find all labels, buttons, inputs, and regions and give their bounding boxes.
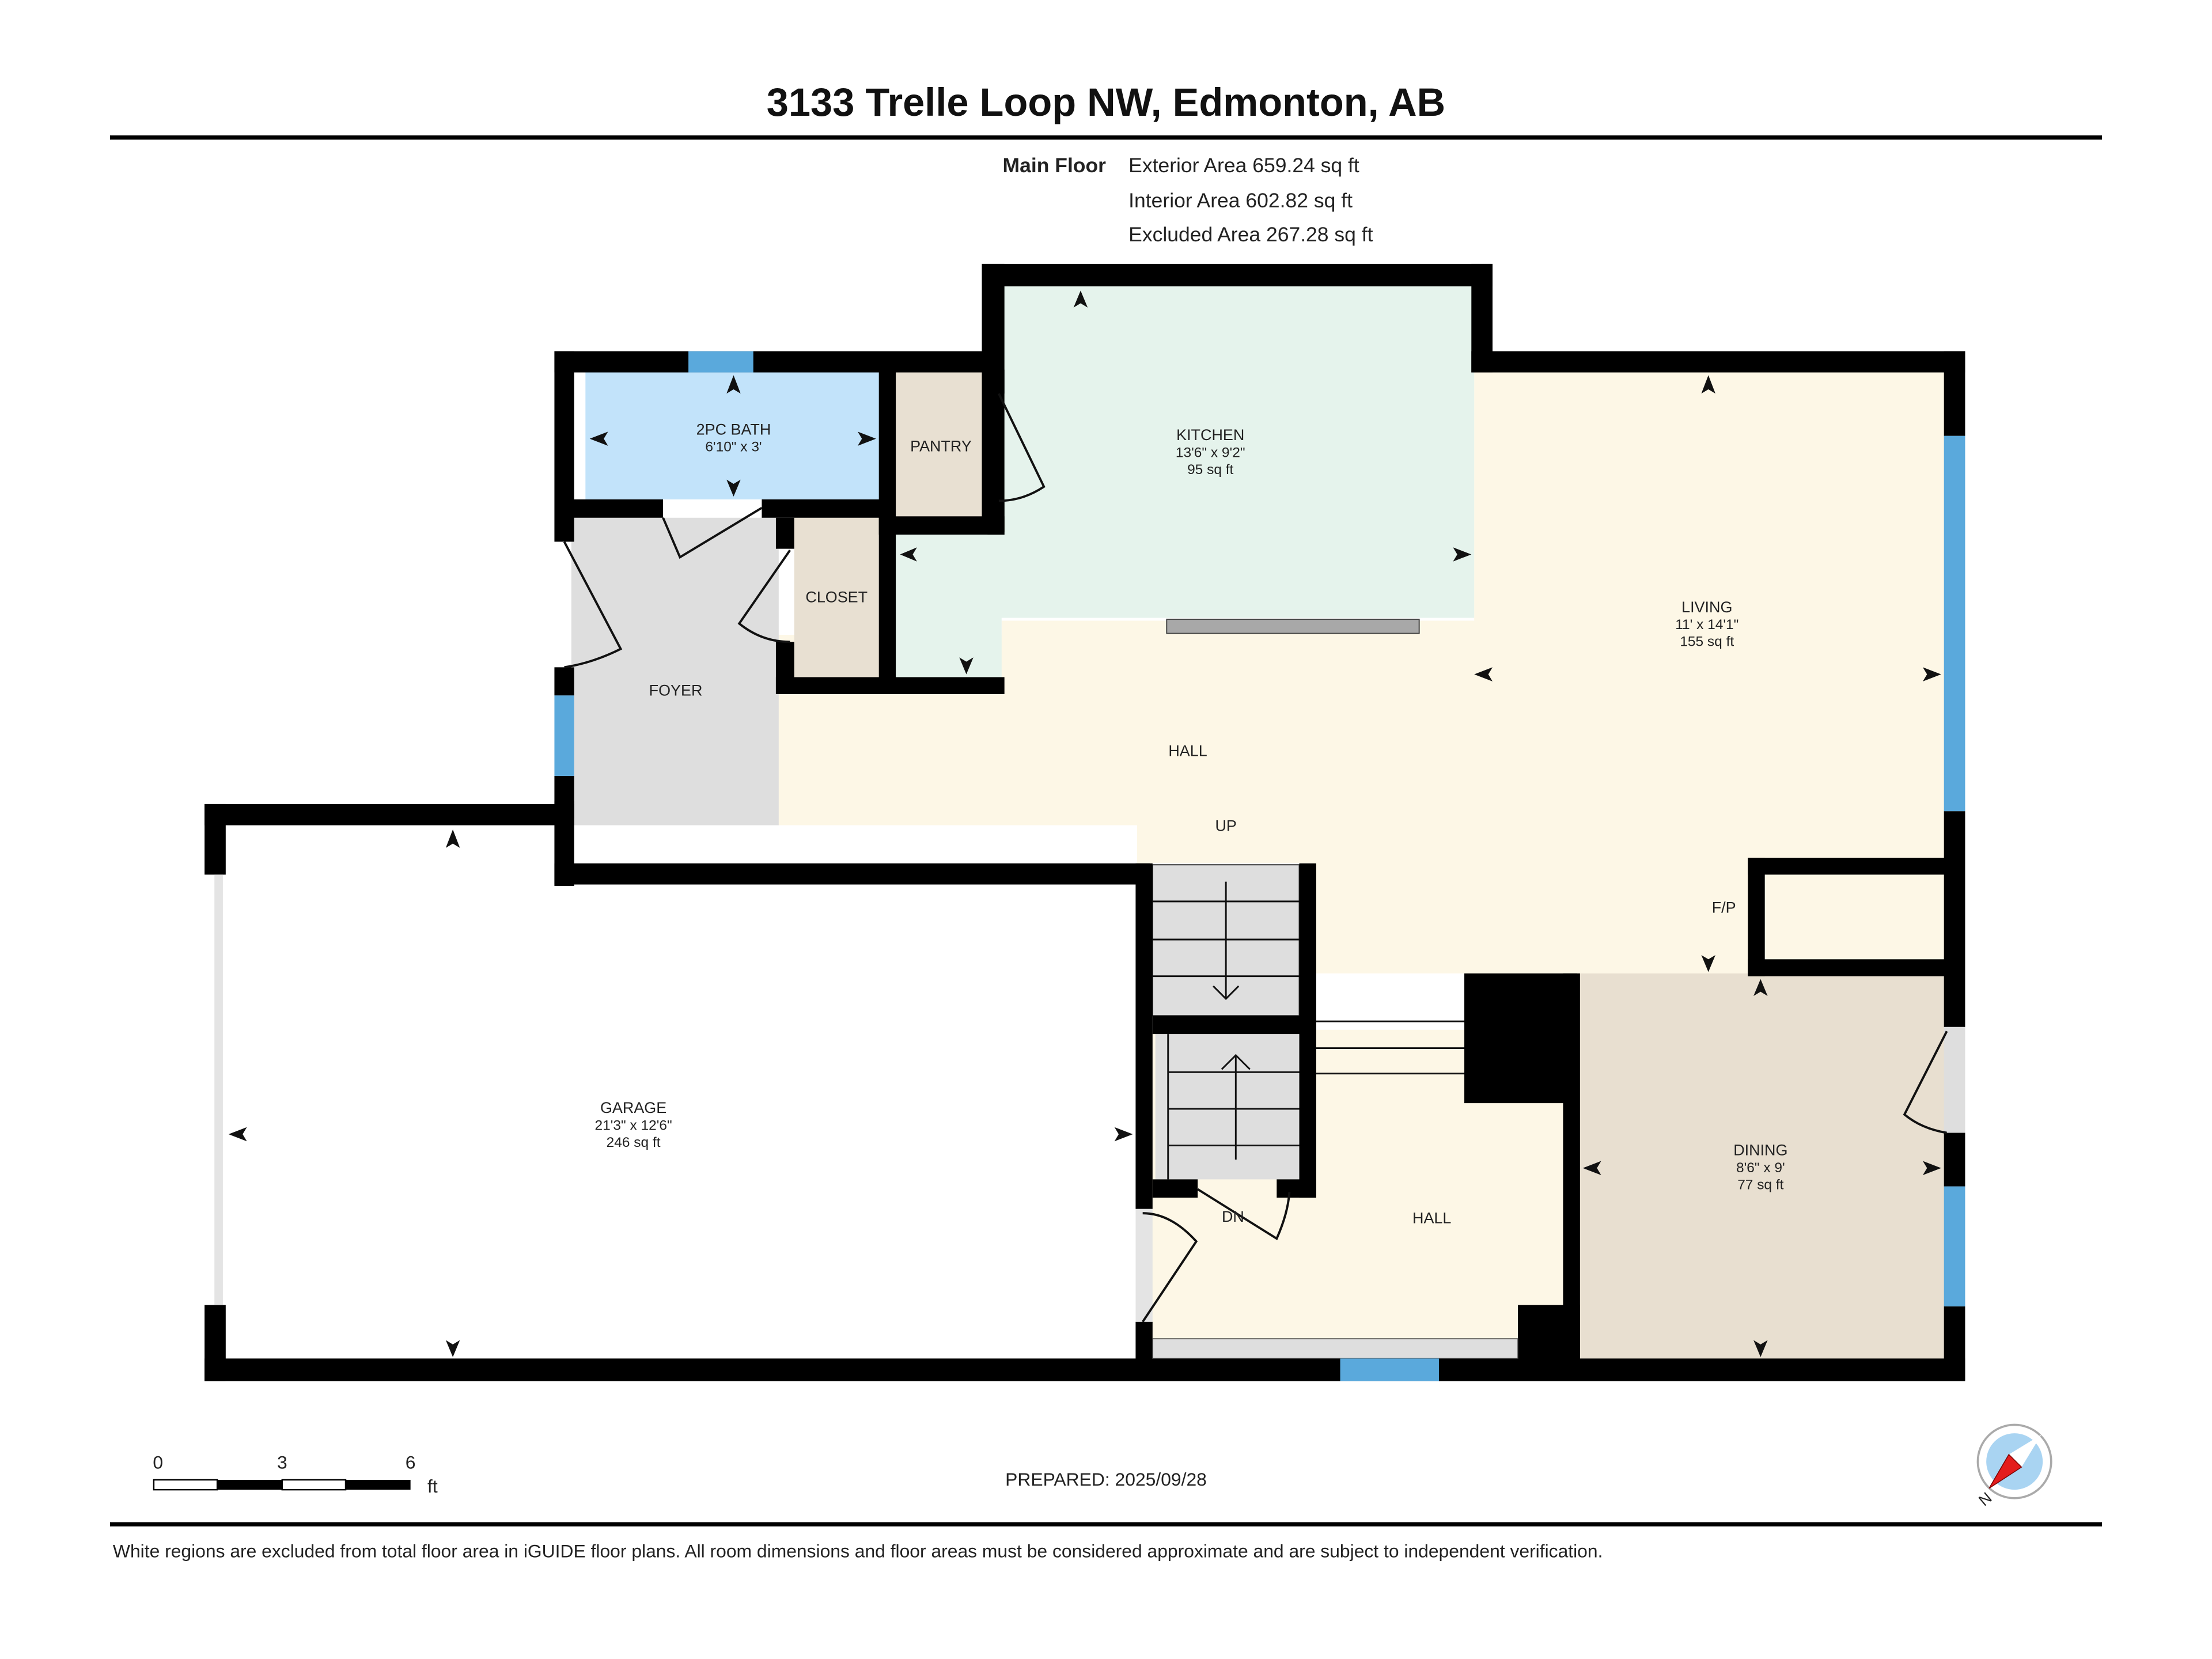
stairs: [1152, 864, 1467, 1180]
scale-bar: 0 3 6 ft: [153, 1452, 437, 1497]
compass-icon: N: [1975, 1423, 2052, 1509]
stairs-lower-flight: [1155, 1034, 1300, 1180]
svg-text:155 sq ft: 155 sq ft: [1680, 634, 1734, 650]
bath-floor: [585, 369, 882, 499]
header-divider: [110, 135, 2102, 140]
exterior-area: Exterior Area 659.24 sq ft: [1128, 154, 1359, 177]
front-door: [563, 541, 623, 669]
excluded-area: Excluded Area 267.28 sq ft: [1128, 223, 1373, 246]
up-label: UP: [1215, 817, 1236, 834]
prepared-date: PREPARED: 2025/09/28: [1005, 1469, 1207, 1490]
entry-threshold: [1152, 1338, 1518, 1359]
hall-window: [1340, 1358, 1439, 1381]
garage-floor: [222, 825, 1137, 1359]
foyer-floor: [571, 517, 779, 863]
dn-label: DN: [1222, 1208, 1244, 1225]
arrow-down-icon: [1213, 881, 1240, 1000]
living-label: LIVING 11' x 14'1" 155 sq ft: [1675, 599, 1738, 650]
fireplace-label: F/P: [1712, 899, 1736, 916]
svg-text:13'6" x 9'2": 13'6" x 9'2": [1176, 445, 1245, 460]
foyer-label: FOYER: [649, 681, 703, 699]
svg-text:6'10" x 3': 6'10" x 3': [705, 440, 762, 455]
kitchen-label: KITCHEN 13'6" x 9'2" 95 sq ft: [1176, 426, 1245, 478]
dining-floor: [1577, 973, 1947, 1362]
garage-door-opening: [214, 874, 223, 1305]
svg-text:DINING: DINING: [1733, 1142, 1787, 1159]
stair-door: [1197, 1188, 1291, 1241]
arrow-up-icon: [1221, 1054, 1251, 1160]
svg-text:N: N: [1975, 1489, 1995, 1509]
svg-text:8'6" x 9': 8'6" x 9': [1736, 1160, 1785, 1176]
closet-door: [737, 549, 791, 643]
svg-text:21'3" x 12'6": 21'3" x 12'6": [594, 1118, 672, 1134]
svg-text:77 sq ft: 77 sq ft: [1737, 1177, 1783, 1192]
disclaimer: White regions are excluded from total fl…: [113, 1541, 1603, 1562]
floor-label: Main Floor: [1003, 154, 1107, 177]
walls: [204, 263, 1965, 1381]
dining-door: [1903, 1031, 1948, 1134]
footer-divider: [110, 1522, 2102, 1527]
svg-text:95 sq ft: 95 sq ft: [1187, 462, 1233, 478]
pantry-door: [998, 393, 1046, 502]
dimension-arrows: [228, 290, 1941, 1357]
interior-area: Interior Area 602.82 sq ft: [1128, 189, 1353, 212]
dining-window: [1944, 1186, 1965, 1306]
kitchen-floor: [896, 282, 1475, 680]
svg-text:LIVING: LIVING: [1681, 599, 1732, 616]
garage-label: GARAGE 21'3" x 12'6" 246 sq ft: [594, 1099, 672, 1150]
upper-hall-label: HALL: [1168, 743, 1207, 760]
svg-text:246 sq ft: 246 sq ft: [607, 1135, 661, 1150]
foyer-window: [554, 695, 574, 776]
dining-label: DINING 8'6" x 9' 77 sq ft: [1733, 1142, 1787, 1193]
svg-text:0: 0: [153, 1452, 163, 1472]
svg-text:11' x 14'1": 11' x 14'1": [1675, 617, 1738, 632]
room-fills: [222, 282, 1947, 1362]
svg-text:GARAGE: GARAGE: [600, 1099, 666, 1116]
garage-entry-door-jamb: [1135, 1209, 1153, 1322]
svg-text:KITCHEN: KITCHEN: [1176, 426, 1244, 444]
svg-text:2PC BATH: 2PC BATH: [696, 421, 771, 438]
closet-floor: [794, 517, 879, 677]
lower-hall-label: HALL: [1412, 1209, 1451, 1226]
garage-entry-door: [1142, 1212, 1198, 1323]
svg-text:6: 6: [406, 1452, 416, 1472]
svg-text:ft: ft: [427, 1476, 438, 1497]
windows: [554, 351, 1965, 1381]
bath-door: [662, 506, 763, 559]
living-window: [1944, 435, 1965, 812]
page-title: 3133 Trelle Loop NW, Edmonton, AB: [767, 80, 1445, 124]
kitchen-counter: [1166, 619, 1420, 634]
svg-text:3: 3: [277, 1452, 287, 1472]
doors: [563, 393, 1965, 1323]
closet-label: CLOSET: [805, 589, 868, 606]
bath-window: [688, 351, 753, 373]
bath-label: 2PC BATH 6'10" x 3': [696, 421, 771, 454]
pantry-floor: [896, 369, 988, 518]
fireplace-floor: [1763, 874, 1947, 963]
pantry-label: PANTRY: [910, 438, 972, 455]
